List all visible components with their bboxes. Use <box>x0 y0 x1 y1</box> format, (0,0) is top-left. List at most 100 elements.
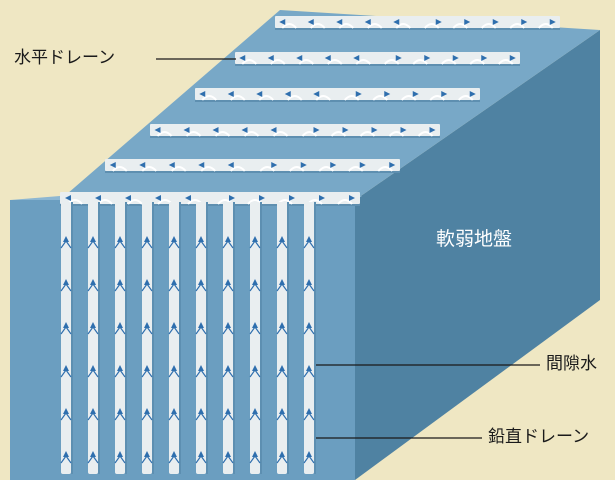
drain-connector <box>229 95 246 101</box>
drain-connector <box>281 23 298 29</box>
pore-water-flow-icon <box>168 325 180 335</box>
pore-water-flow-icon <box>141 368 153 378</box>
flow-arrow-icon <box>307 19 314 25</box>
horizontal-drain-strip <box>195 88 480 100</box>
drain-connector <box>229 166 246 172</box>
flow-arrow-icon <box>117 451 123 457</box>
pore-water-flow-icon <box>249 282 261 292</box>
flow-arrow-icon <box>481 55 488 61</box>
flow-arrow-icon <box>296 55 303 61</box>
pore-water-flow-icon <box>114 239 126 249</box>
vertical-drain <box>223 202 233 474</box>
drain-connector <box>452 23 469 29</box>
flow-arrow-icon <box>371 127 378 133</box>
flow-arrow-icon <box>90 322 96 328</box>
flow-arrow-icon <box>464 19 471 25</box>
flow-arrow-icon <box>319 195 325 201</box>
horizontal-drain-shadow <box>195 100 480 102</box>
drain-connector <box>497 59 514 65</box>
drain-connector <box>388 131 405 137</box>
pore-water-flow-icon <box>87 411 99 421</box>
drain-connector <box>326 59 343 65</box>
pore-water-flow-icon <box>168 239 180 249</box>
pore-water-flow-icon <box>87 282 99 292</box>
pore-water-flow-icon <box>195 239 207 249</box>
drain-connector <box>457 95 474 101</box>
flow-arrow-icon <box>252 236 258 242</box>
drain-connector <box>200 166 217 172</box>
pore-water-flow-icon <box>303 325 315 335</box>
vertical-drain <box>196 202 206 474</box>
vertical-drain-shadow <box>287 202 289 474</box>
pore-water-flow-icon <box>276 239 288 249</box>
flow-arrow-icon <box>313 91 320 97</box>
flow-arrow-icon <box>171 408 177 414</box>
flow-arrow-icon <box>306 236 312 242</box>
flow-arrow-icon <box>183 127 190 133</box>
flow-arrow-icon <box>355 91 362 97</box>
flow-arrow-icon <box>252 408 258 414</box>
pore-water-flow-icon <box>114 368 126 378</box>
flow-arrow-icon <box>225 408 231 414</box>
flow-arrow-icon <box>171 236 177 242</box>
flow-arrow-icon <box>279 236 285 242</box>
flow-arrow-icon <box>90 236 96 242</box>
pore-water-flow-icon <box>168 411 180 421</box>
flow-arrow-icon <box>336 19 343 25</box>
pore-water-flow-icon <box>141 325 153 335</box>
pore-water-flow-icon <box>60 368 72 378</box>
flow-arrow-icon <box>330 162 337 168</box>
pore-water-flow-icon <box>195 282 207 292</box>
horizontal-drain-shadow <box>60 204 360 206</box>
vertical-drain <box>115 202 125 474</box>
drain-connector <box>366 23 383 29</box>
pore-water-flow-icon <box>276 325 288 335</box>
pore-water-flow-icon <box>249 454 261 464</box>
pore-water-flow-icon <box>276 282 288 292</box>
pore-water-flow-icon <box>303 239 315 249</box>
flow-arrow-icon <box>306 279 312 285</box>
flow-arrow-icon <box>429 127 436 133</box>
flow-arrow-icon <box>384 91 391 97</box>
flow-arrow-icon <box>63 322 69 328</box>
soft-ground-label: 軟弱地盤 <box>436 228 513 250</box>
flow-arrow-icon <box>300 162 307 168</box>
drain-connector <box>417 131 434 137</box>
pore-water-flow-icon <box>87 325 99 335</box>
pore-water-flow-icon <box>276 411 288 421</box>
horizontal-drain-shadow <box>105 171 400 173</box>
flow-arrow-icon <box>65 195 71 201</box>
flow-arrow-icon <box>364 19 371 25</box>
soft-ground-side-face <box>355 30 600 480</box>
flow-arrow-icon <box>267 55 274 61</box>
pore-water-flow-icon <box>303 411 315 421</box>
drain-connector <box>170 166 187 172</box>
drain-connector <box>301 131 318 137</box>
drain-connector <box>359 131 376 137</box>
flow-arrow-icon <box>144 279 150 285</box>
flow-arrow-icon <box>342 127 349 133</box>
drain-connector <box>318 166 335 172</box>
pore-water-flow-icon <box>168 282 180 292</box>
pore-water-flow-icon <box>303 282 315 292</box>
flow-arrow-icon <box>306 451 312 457</box>
flow-arrow-icon <box>139 162 146 168</box>
flow-arrow-icon <box>393 19 400 25</box>
drain-connector <box>383 59 400 65</box>
drain-connector <box>400 95 417 101</box>
vertical-drain <box>304 202 314 474</box>
flow-arrow-icon <box>252 279 258 285</box>
vertical-drain-layer <box>60 202 316 474</box>
pore-water-flow-icon <box>141 239 153 249</box>
drain-connector <box>315 95 332 101</box>
pore-water-flow-icon <box>87 239 99 249</box>
flow-arrow-icon <box>400 127 407 133</box>
pore-water-flow-icon <box>141 282 153 292</box>
flow-arrow-icon <box>109 162 116 168</box>
flow-arrow-icon <box>117 279 123 285</box>
drain-connector <box>440 59 457 65</box>
drain-connector <box>127 199 143 205</box>
drain-connector <box>272 131 289 137</box>
flow-arrow-icon <box>435 19 442 25</box>
